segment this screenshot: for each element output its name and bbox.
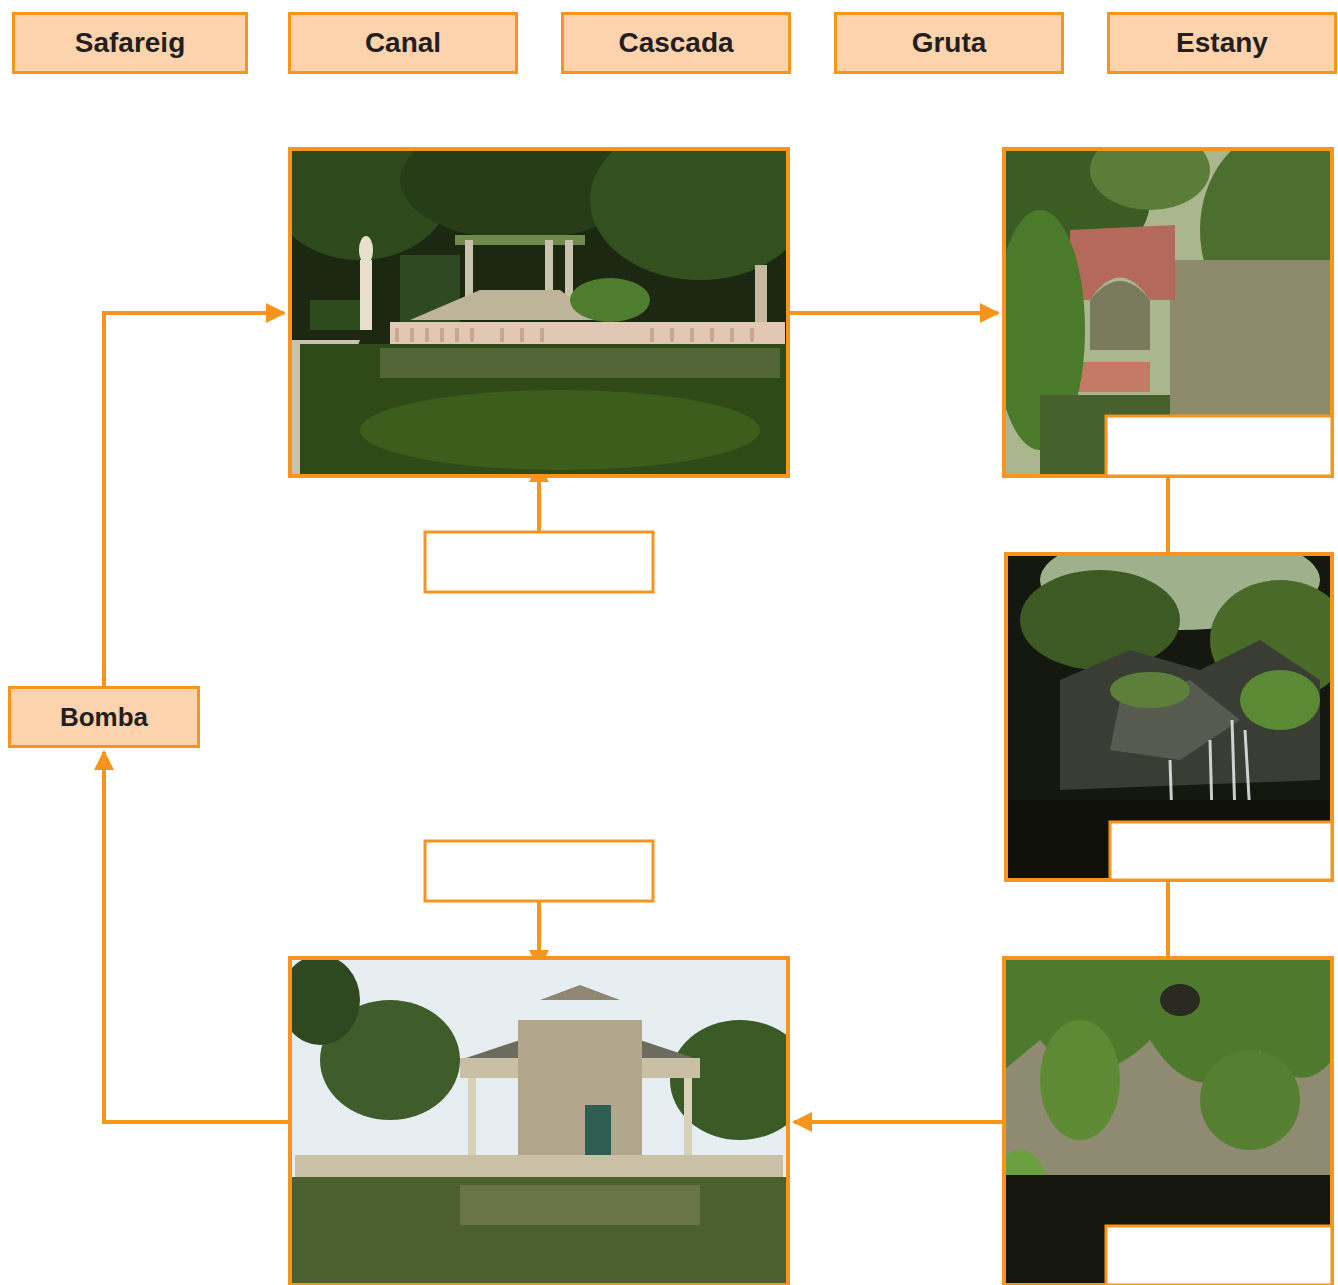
photo-waterfall xyxy=(1006,554,1332,880)
photo-pond xyxy=(290,149,788,476)
label-box: Canal xyxy=(288,12,518,74)
label-box: Cascada xyxy=(561,12,791,74)
blank-answer-box xyxy=(425,841,653,901)
photo-bridge xyxy=(1004,149,1332,476)
photo-grotto xyxy=(1004,958,1332,1285)
blank-answer-box xyxy=(1106,1226,1332,1285)
label-text: Canal xyxy=(365,28,441,59)
label-box: Gruta xyxy=(834,12,1064,74)
label-text: Gruta xyxy=(912,28,987,59)
blank-answer-box xyxy=(425,532,653,592)
blank-answer-box xyxy=(1106,416,1332,476)
label-text: Bomba xyxy=(60,703,148,732)
blank-answer-box xyxy=(1110,822,1332,880)
label-box: Bomba xyxy=(8,686,200,748)
photo-pavilion xyxy=(290,958,788,1285)
label-text: Cascada xyxy=(618,28,733,59)
label-text: Estany xyxy=(1176,28,1268,59)
label-text: Safareig xyxy=(75,28,186,59)
label-box: Safareig xyxy=(12,12,248,74)
label-box: Estany xyxy=(1107,12,1337,74)
